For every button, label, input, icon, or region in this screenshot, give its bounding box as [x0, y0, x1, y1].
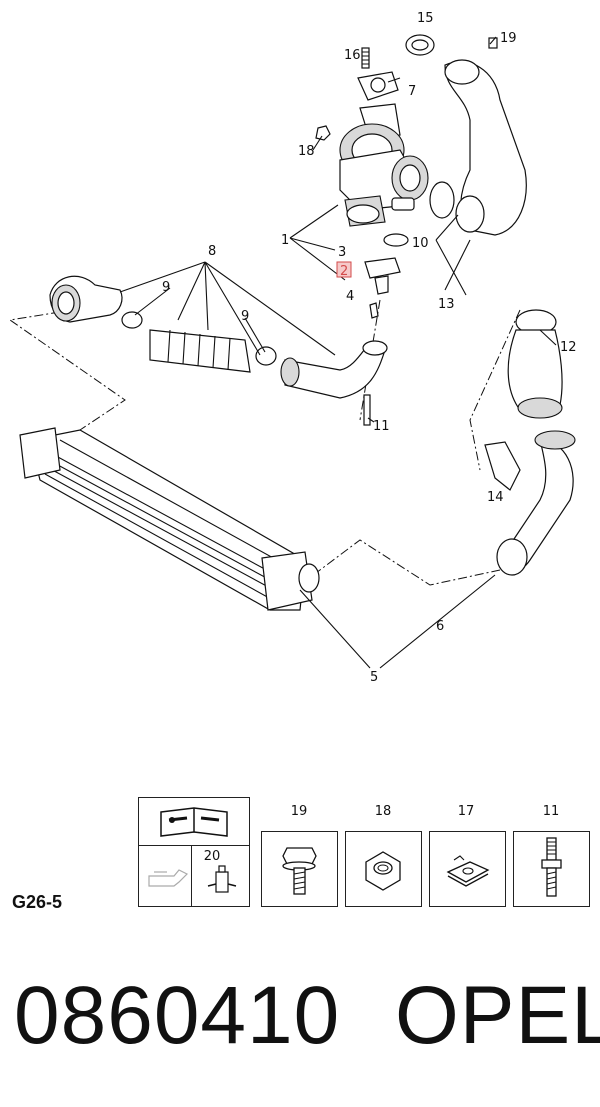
fitting-number: 20: [203, 849, 221, 864]
manual-book-icon: [160, 807, 228, 837]
gasket-10[interactable]: [383, 233, 409, 247]
callout-8: 8: [208, 244, 216, 259]
hardware-18-box: [345, 831, 422, 907]
callout-9b: 9: [241, 309, 249, 324]
fitting-icon: [207, 865, 237, 893]
oil-return-pipe-4[interactable]: [374, 275, 389, 295]
flange-bolt-icon: [282, 847, 317, 895]
nut-18[interactable]: [315, 125, 331, 141]
gasket-7[interactable]: [357, 71, 399, 101]
callout-1: 1: [281, 233, 289, 248]
charge-pipe-6[interactable]: [496, 430, 576, 576]
legend-oil-box: [138, 845, 193, 907]
callout-4: 4: [346, 289, 354, 304]
callout-2-highlight: [336, 261, 352, 278]
hardware-17-number: 17: [457, 804, 475, 819]
stud-16[interactable]: [361, 47, 370, 69]
callout-19: 19: [500, 31, 517, 46]
bolt-19[interactable]: [488, 37, 498, 49]
hardware-17-box: [429, 831, 506, 907]
bracket-14[interactable]: [484, 441, 521, 491]
callout-3: 3: [338, 245, 346, 260]
callout-18: 18: [298, 144, 315, 159]
intercooler-5[interactable]: [19, 427, 320, 611]
clamp-9-right[interactable]: [255, 346, 277, 366]
turbocharger[interactable]: [339, 103, 429, 227]
callout-7: 7: [408, 84, 416, 99]
outlet-pipe-13[interactable]: [429, 59, 527, 236]
callout-12: 12: [560, 340, 577, 355]
section-code: G26-5: [12, 892, 63, 912]
hardware-11-number: 11: [542, 804, 560, 819]
callout-2: 2: [340, 264, 348, 279]
clamp-15[interactable]: [405, 34, 435, 56]
hardware-18-number: 18: [374, 804, 392, 819]
intake-hose-8[interactable]: [49, 275, 123, 323]
callout-14: 14: [487, 490, 504, 505]
callout-13: 13: [438, 297, 455, 312]
callout-11: 11: [373, 419, 390, 434]
stud-bolt-icon: [541, 837, 562, 897]
legend-fitting-box: 20: [191, 845, 250, 907]
hardware-19-number: 19: [290, 804, 308, 819]
assembly-line-center: [359, 299, 381, 421]
legend-manual-box: [138, 797, 250, 847]
assembly-line-bottom: [299, 539, 501, 586]
clamp-9-left[interactable]: [121, 311, 143, 329]
assembly-line-left: [8, 311, 126, 431]
clip-nut-icon: [446, 855, 490, 887]
oil-flange-3[interactable]: [364, 257, 401, 279]
part-number: 0860410: [14, 970, 341, 1061]
callout-5: 5: [370, 670, 378, 685]
exploded-parts-diagram: 1 2 3 4 5 6 7 8 9 9 10 11 12 13 14 15 16…: [8, 11, 577, 685]
callout-16: 16: [344, 48, 361, 63]
assembly-line-right: [469, 309, 521, 471]
hex-nut-icon: [365, 851, 401, 891]
corrugated-hose-8[interactable]: [149, 329, 251, 373]
charge-hose-12[interactable]: [507, 309, 563, 419]
callout-15: 15: [417, 11, 434, 26]
bolt-4[interactable]: [369, 302, 379, 319]
brand-name: OPEL: [395, 970, 600, 1061]
callout-10: 10: [412, 236, 429, 251]
hardware-11-box: [513, 831, 590, 907]
callout-6: 6: [436, 619, 444, 634]
inlet-pipe-8[interactable]: [280, 340, 388, 399]
oil-can-icon: [148, 869, 189, 887]
callout-9a: 9: [162, 280, 170, 295]
stud-11[interactable]: [363, 394, 371, 426]
hardware-19-box: [261, 831, 338, 907]
